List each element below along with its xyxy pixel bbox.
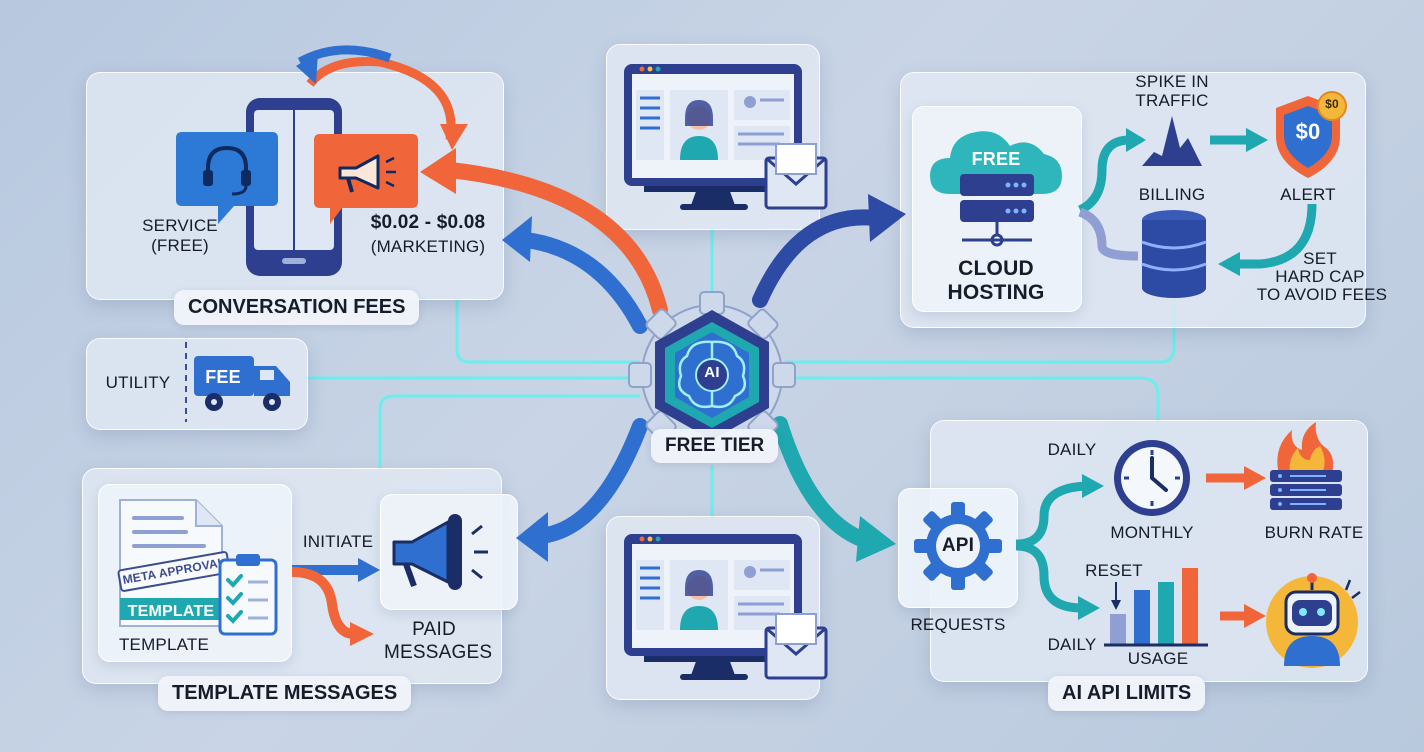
cap-label-line1: SET <box>1303 249 1337 268</box>
cloud-free-label: FREE <box>971 149 1021 169</box>
initiate-arrows <box>291 558 380 646</box>
robot-icon <box>1266 573 1361 668</box>
headset-chat-bubble-icon <box>176 132 278 224</box>
monitor-agent-icon-top <box>624 64 828 210</box>
cloud-hosting-line1: CLOUD <box>958 257 1034 280</box>
megaphone-chat-bubble-icon <box>314 134 418 224</box>
spike-label-line1: SPIKE IN <box>1135 72 1209 91</box>
clock-icon <box>1114 440 1190 516</box>
initiate-label: INITIATE <box>302 532 374 551</box>
utility-divider <box>185 342 187 422</box>
monthly-label: MONTHLY <box>1110 523 1194 542</box>
reset-label: RESET <box>1085 561 1143 580</box>
cloud-hosting-line2: HOSTING <box>947 281 1045 304</box>
checklist-clipboard-icon <box>218 554 278 636</box>
burn-rate-server-fire-icon <box>1270 422 1342 510</box>
utility-label: UTILITY <box>105 373 171 392</box>
megaphone-icon <box>392 514 488 590</box>
paid-label-line1: PAID <box>412 619 456 640</box>
alert-label: ALERT <box>1280 185 1336 204</box>
template-doc-label: TEMPLATE <box>118 635 210 654</box>
api-flow-arrows <box>1015 466 1266 628</box>
database-icon <box>1141 210 1207 298</box>
api-label: API <box>941 535 975 556</box>
shield-value: $0 <box>1295 119 1321 144</box>
requests-label: REQUESTS <box>910 615 1006 634</box>
api-gear-icon <box>914 502 1002 590</box>
monitor-agent-icon-bottom <box>624 534 828 680</box>
cloud-server-icon <box>930 131 1062 247</box>
cap-label-line2: HARD CAP <box>1275 267 1365 286</box>
truck-fee-label: FEE <box>205 367 241 387</box>
free-tier-label: FREE TIER <box>651 429 779 463</box>
template-banner-label: TEMPLATE <box>127 603 215 620</box>
coin-value: $0 <box>1325 97 1339 111</box>
cloud-flow-arrows <box>1077 128 1317 276</box>
service-label: SERVICE <box>142 216 218 235</box>
marketing-sub-label: (MARKETING) <box>370 237 486 256</box>
usage-label: USAGE <box>1127 649 1189 668</box>
cap-label-line3: TO AVOID FEES <box>1256 285 1388 304</box>
spike-label-line2: TRAFFIC <box>1135 91 1209 110</box>
usage-bar-chart-icon <box>1104 568 1208 647</box>
truck-icon <box>194 356 290 411</box>
conversation-fees-title: CONVERSATION FEES <box>174 290 420 325</box>
template-messages-title: TEMPLATE MESSAGES <box>158 676 412 711</box>
service-sub-label: (FREE) <box>151 236 209 255</box>
ai-api-limits-title: AI API LIMITS <box>1048 676 1206 711</box>
marketing-price: $0.02 - $0.08 <box>370 212 486 233</box>
daily-bottom-label: DAILY <box>1047 635 1097 654</box>
traffic-spike-icon <box>1142 116 1202 166</box>
daily-top-label: DAILY <box>1047 440 1097 459</box>
paid-label-line2: MESSAGES <box>384 642 493 663</box>
ai-badge-label: AI <box>704 364 720 381</box>
burn-rate-label: BURN RATE <box>1264 523 1364 542</box>
alert-shield-icon <box>1276 91 1347 178</box>
billing-label: BILLING <box>1138 185 1206 204</box>
